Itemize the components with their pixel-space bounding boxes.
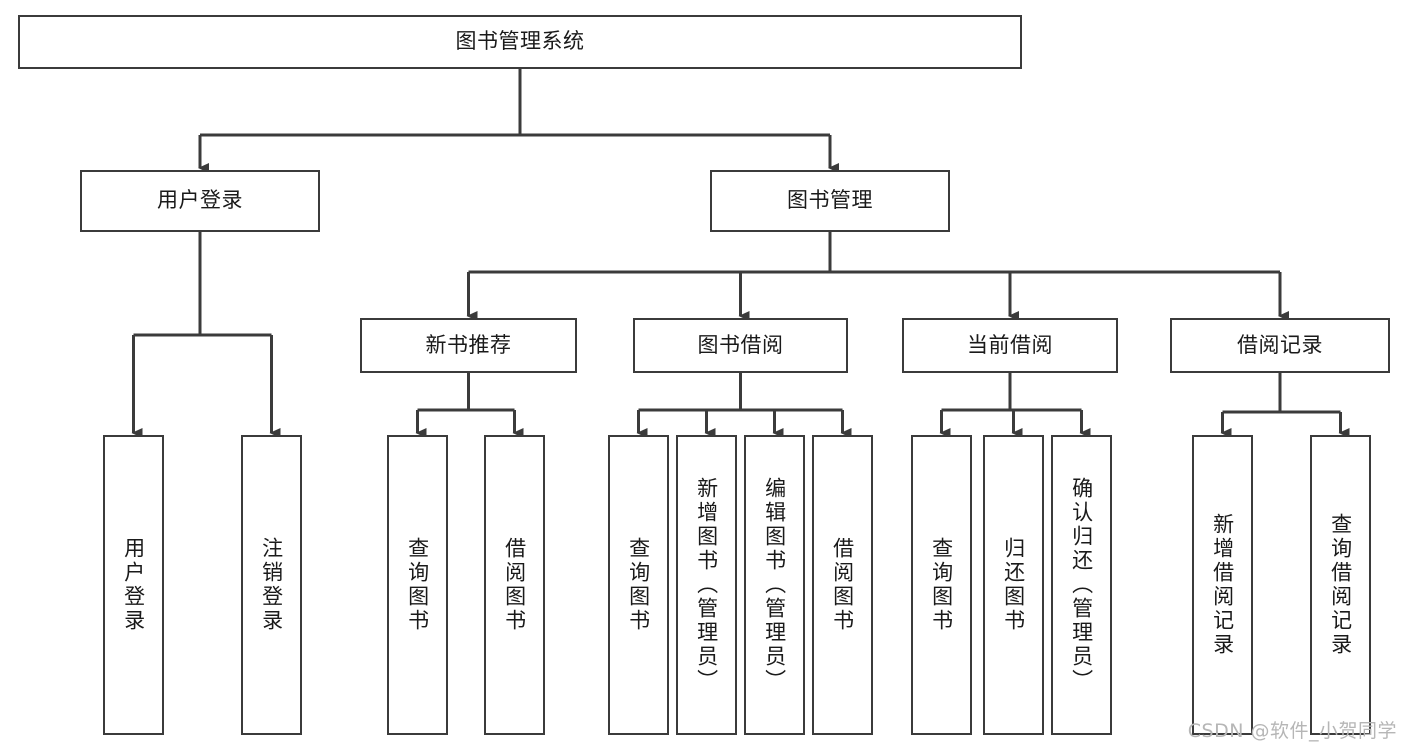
node-leaf-logout-login-label: 注销登录 (259, 537, 284, 633)
node-leaf-query-borrow-record-label: 查询借阅记录 (1328, 513, 1353, 657)
node-book-management-label: 图书管理 (787, 188, 873, 213)
node-leaf-user-login-label: 用户登录 (121, 537, 146, 633)
node-borrow-record-label: 借阅记录 (1237, 332, 1323, 357)
node-leaf-query-book-3-label: 查询图书 (929, 537, 954, 633)
node-leaf-query-book-3[interactable]: 查询图书 (911, 435, 972, 735)
node-leaf-add-book[interactable]: 新增图书（管理员） (676, 435, 737, 735)
node-root-label: 图书管理系统 (455, 29, 585, 54)
node-leaf-edit-book-label: 编辑图书（管理员） (762, 477, 787, 693)
node-book-management[interactable]: 图书管理 (710, 170, 950, 232)
node-leaf-logout-login[interactable]: 注销登录 (241, 435, 302, 735)
node-book-borrow-label: 图书借阅 (697, 332, 784, 357)
node-current-borrow[interactable]: 当前借阅 (902, 318, 1118, 373)
node-leaf-borrow-book-1-label: 借阅图书 (502, 537, 527, 633)
node-current-borrow-label: 当前借阅 (967, 332, 1053, 357)
node-leaf-borrow-book-2[interactable]: 借阅图书 (812, 435, 873, 735)
node-leaf-query-book-1[interactable]: 查询图书 (387, 435, 448, 735)
node-leaf-user-login[interactable]: 用户登录 (103, 435, 164, 735)
node-leaf-query-borrow-record[interactable]: 查询借阅记录 (1310, 435, 1371, 735)
node-leaf-add-book-label: 新增图书（管理员） (694, 477, 719, 693)
node-leaf-query-book-2-label: 查询图书 (626, 537, 651, 633)
node-leaf-confirm-return-label: 确认归还（管理员） (1069, 477, 1094, 693)
node-user-login-label: 用户登录 (157, 188, 243, 213)
watermark: CSDN @软件_小贺同学 (1187, 720, 1397, 742)
node-leaf-borrow-book-1[interactable]: 借阅图书 (484, 435, 545, 735)
node-leaf-query-book-2[interactable]: 查询图书 (608, 435, 669, 735)
node-leaf-return-book-label: 归还图书 (1001, 537, 1026, 633)
node-leaf-confirm-return[interactable]: 确认归还（管理员） (1051, 435, 1112, 735)
node-new-book-recommend-label: 新书推荐 (425, 332, 512, 357)
node-leaf-query-book-1-label: 查询图书 (405, 537, 430, 633)
node-leaf-add-borrow-record[interactable]: 新增借阅记录 (1192, 435, 1253, 735)
node-leaf-add-borrow-record-label: 新增借阅记录 (1210, 513, 1235, 657)
node-borrow-record[interactable]: 借阅记录 (1170, 318, 1390, 373)
node-leaf-return-book[interactable]: 归还图书 (983, 435, 1044, 735)
node-new-book-recommend[interactable]: 新书推荐 (360, 318, 577, 373)
node-leaf-borrow-book-2-label: 借阅图书 (830, 537, 855, 633)
node-root[interactable]: 图书管理系统 (18, 15, 1022, 69)
node-user-login[interactable]: 用户登录 (80, 170, 320, 232)
node-book-borrow[interactable]: 图书借阅 (633, 318, 848, 373)
node-leaf-edit-book[interactable]: 编辑图书（管理员） (744, 435, 805, 735)
